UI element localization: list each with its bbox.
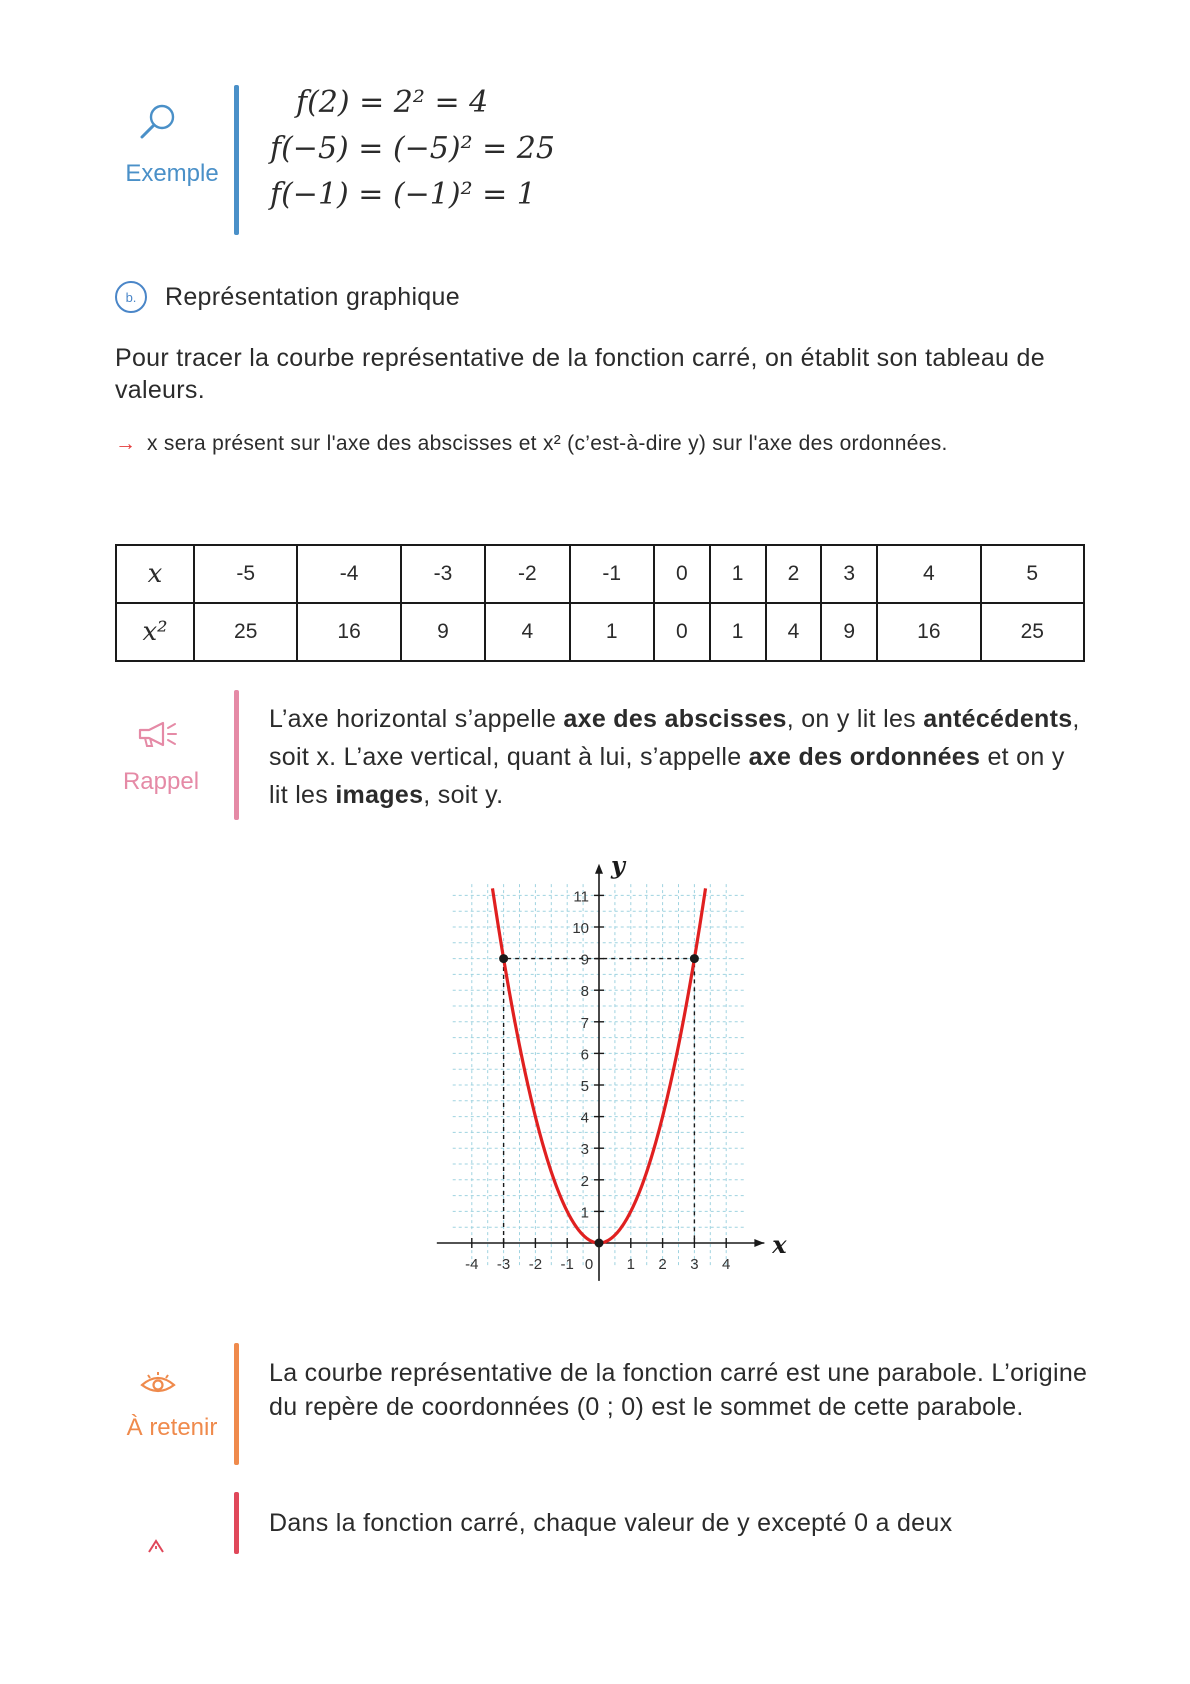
- warning-icon: [148, 1539, 164, 1553]
- table-cell: 1: [568, 602, 655, 662]
- warning-text: Dans la fonction carré, chaque valeur de…: [269, 1509, 953, 1537]
- exemple-bar: [234, 85, 239, 235]
- rappel-keyword: antécédents: [923, 705, 1073, 733]
- y-tick-label: 10: [572, 920, 589, 937]
- axis-note: → x sera présent sur l'axe des abscisses…: [115, 428, 1035, 460]
- retenir-text: La courbe représentative de la fonction …: [269, 1359, 1088, 1421]
- retenir-icon-wrap: [139, 1370, 177, 1396]
- table-cell: -1: [568, 544, 655, 604]
- magnifier-icon: [140, 104, 175, 139]
- x-tick-label: 1: [627, 1256, 635, 1273]
- retenir-bar: [234, 1343, 239, 1465]
- intro-paragraph: Pour tracer la courbe représentative de …: [115, 344, 1045, 404]
- x-tick-label: 3: [690, 1256, 698, 1273]
- rappel-bar: [234, 690, 239, 820]
- marked-point: [594, 1238, 604, 1248]
- table-cell: 2: [764, 544, 823, 604]
- rappel-keyword: images: [335, 781, 424, 809]
- table-cell: 16: [876, 602, 982, 662]
- exemple-equations: f(2) = 2² = 4 f(−5) = (−5)² = 25 f(−1) =…: [270, 80, 555, 218]
- table-cell: -4: [296, 544, 402, 604]
- eye-icon: [140, 1372, 176, 1393]
- rappel-text: L’axe horizontal s’appelle axe des absci…: [269, 700, 1089, 814]
- table-cell: 1: [708, 544, 767, 604]
- table-cell: 4: [764, 602, 823, 662]
- retenir-label: À retenir: [126, 1414, 218, 1441]
- row-label-x2: x²: [115, 602, 195, 662]
- y-axis-arrow: [595, 863, 603, 874]
- section-badge: b.: [115, 281, 147, 313]
- rappel-keyword: axe des abscisses: [563, 705, 787, 733]
- y-tick-label: 6: [581, 1046, 589, 1063]
- y-tick-label: 11: [573, 888, 589, 905]
- table-cell: 3: [820, 544, 879, 604]
- table-row-x: x -5 -4 -3 -2 -1 0 1 2 3 4 5: [115, 544, 1086, 604]
- rappel-text-part: , soit y.: [423, 781, 504, 809]
- guide-line: [502, 957, 696, 1243]
- y-tick-label: 4: [581, 1110, 589, 1127]
- table-cell: -2: [484, 544, 571, 604]
- warning-icon-wrap: [147, 1538, 165, 1554]
- rappel-label: Rappel: [122, 768, 200, 795]
- table-cell: 1: [708, 602, 767, 662]
- axis-note-text: x sera présent sur l'axe des abscisses e…: [147, 432, 948, 455]
- rappel-text-part: , on y lit les: [786, 705, 924, 733]
- x-tick-label: -2: [529, 1256, 542, 1273]
- table-cell: 16: [296, 602, 402, 662]
- table-cell: -5: [192, 544, 299, 604]
- y-tick-label: 3: [581, 1141, 589, 1158]
- rappel-icon-wrap: [137, 720, 181, 750]
- x-tick-label: 2: [658, 1256, 666, 1273]
- table-cell: 4: [484, 602, 571, 662]
- x-axis-arrow: [754, 1239, 765, 1247]
- table-cell: 25: [192, 602, 299, 662]
- table-cell: 0: [652, 544, 711, 604]
- exemple-icon-wrap: [137, 102, 179, 144]
- y-tick-label: 7: [581, 1015, 589, 1032]
- table-cell: 9: [399, 602, 487, 662]
- table-cell: 4: [876, 544, 982, 604]
- marked-point: [689, 954, 699, 964]
- y-tick-label: 8: [581, 983, 589, 1000]
- section-title: Représentation graphique: [165, 282, 460, 311]
- arrow-right-icon: →: [115, 432, 137, 455]
- x-tick-label: -3: [497, 1256, 510, 1273]
- marked-point: [499, 954, 509, 964]
- values-table: x -5 -4 -3 -2 -1 0 1 2 3 4 5 x² 25 16 9 …: [115, 544, 1086, 662]
- section-heading: b. Représentation graphique: [115, 281, 460, 313]
- table-cell: 25: [979, 602, 1086, 662]
- table-cell: 0: [652, 602, 711, 662]
- y-tick-label: 2: [581, 1173, 589, 1190]
- rappel-text-part: L’axe horizontal s’appelle: [269, 705, 564, 733]
- x-tick-label: -4: [465, 1256, 478, 1273]
- warning-bar: [234, 1492, 239, 1554]
- table-cell: 9: [820, 602, 879, 662]
- example-line-3: f(−1) = (−1)² = 1: [270, 177, 536, 212]
- megaphone-icon: [138, 721, 177, 747]
- y-axis-label: y: [610, 850, 627, 879]
- x-axis-label: x: [771, 1230, 787, 1259]
- x-tick-label: -1: [561, 1256, 574, 1273]
- y-tick-label: 5: [581, 1078, 589, 1095]
- exemple-label: Exemple: [125, 160, 219, 187]
- example-line-2: f(−5) = (−5)² = 25: [270, 131, 555, 166]
- x-tick-label: 0: [585, 1256, 593, 1273]
- example-line-1: f(2) = 2² = 4: [296, 85, 489, 120]
- table-row-x2: x² 25 16 9 4 1 0 1 4 9 16 25: [115, 602, 1086, 662]
- rappel-text-part: , soit x. L’axe vertical, quant à lui, s…: [269, 705, 1080, 771]
- table-cell: -3: [399, 544, 487, 604]
- rappel-keyword: axe des ordonnées: [748, 743, 981, 771]
- y-tick-label: 9: [581, 952, 589, 969]
- rappel-text-part: et on y lit les: [269, 743, 1065, 809]
- table-cell: 5: [979, 544, 1086, 604]
- row-label-x: x: [115, 544, 195, 604]
- y-tick-label: 1: [581, 1204, 589, 1221]
- x-tick-label: 4: [722, 1256, 730, 1273]
